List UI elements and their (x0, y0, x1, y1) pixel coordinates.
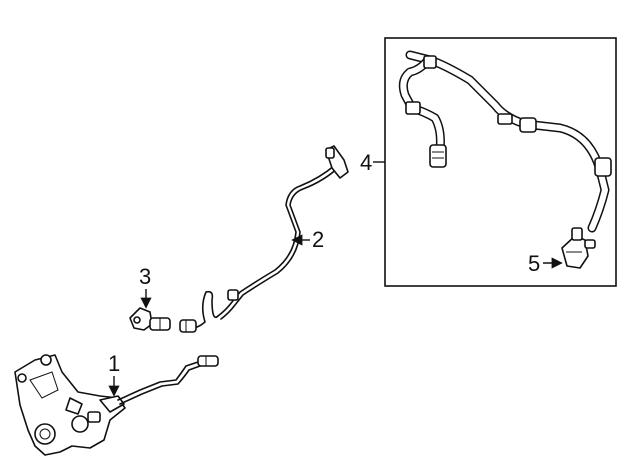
part-3-sensor[interactable] (129, 307, 171, 331)
part-2-sensor-harness[interactable] (179, 145, 349, 333)
svg-text:2: 2 (312, 227, 324, 252)
callout-3: 3 (139, 264, 152, 309)
svg-text:5: 5 (528, 251, 540, 276)
part-5-valve[interactable] (561, 227, 596, 269)
svg-text:1: 1 (108, 351, 120, 376)
callout-4: 4 (360, 150, 385, 175)
svg-text:3: 3 (139, 264, 151, 289)
part-1-pump-assembly[interactable] (14, 354, 219, 456)
svg-text:4: 4 (360, 150, 372, 175)
callout-1: 1 (108, 351, 120, 397)
part-4-hose-assembly[interactable] (398, 50, 612, 233)
callout-2: 2 (291, 227, 324, 252)
callout-5: 5 (528, 251, 563, 276)
